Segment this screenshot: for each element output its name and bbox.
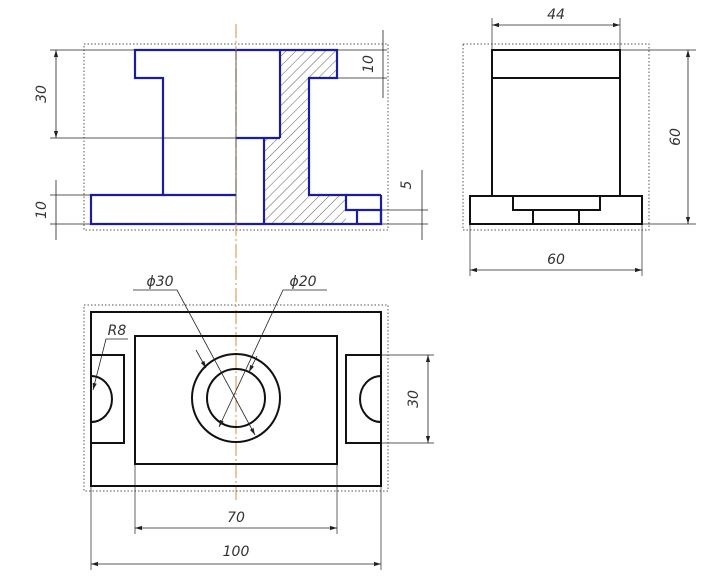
dim-slot-width: 30 bbox=[406, 390, 422, 408]
front-outline-left bbox=[89, 48, 236, 226]
top-outer bbox=[90, 311, 382, 487]
leader-phi20-opp bbox=[248, 355, 258, 373]
side-body bbox=[491, 49, 621, 197]
leader-r8 bbox=[92, 338, 128, 391]
dim-overall-width: 100 bbox=[223, 544, 250, 560]
dim-width-top: 44 bbox=[547, 7, 565, 23]
dim-step: 5 bbox=[399, 180, 415, 189]
section-hatch bbox=[264, 50, 346, 224]
leader-phi20 bbox=[218, 289, 327, 428]
dim-flange-top: 10 bbox=[361, 55, 377, 73]
side-view-frame bbox=[462, 43, 650, 231]
dim-bore-inner: ϕ20 bbox=[289, 274, 316, 290]
bore-outer-circle bbox=[191, 353, 281, 443]
leader-phi30 bbox=[133, 289, 256, 436]
dim-width-base: 60 bbox=[547, 252, 565, 268]
right-slot bbox=[345, 354, 382, 444]
leader-phi30-opp bbox=[195, 349, 207, 369]
dim-boss-width: 70 bbox=[227, 510, 245, 526]
side-base bbox=[469, 195, 643, 225]
dim-side-height: 60 bbox=[668, 128, 684, 146]
front-view: 30 10 10 5 bbox=[34, 24, 428, 500]
top-view-frame bbox=[83, 304, 389, 492]
bore-inner-circle bbox=[206, 368, 266, 428]
dim-slot-radius: R8 bbox=[108, 323, 127, 339]
dim-bore-outer: ϕ30 bbox=[146, 274, 173, 290]
side-base-step bbox=[512, 196, 601, 211]
side-base-slot bbox=[532, 209, 580, 224]
top-view: ϕ30 ϕ20 R8 30 70 100 bbox=[83, 274, 434, 570]
dim-height-upper: 30 bbox=[34, 85, 50, 103]
side-view: 44 60 60 bbox=[462, 7, 696, 276]
top-boss bbox=[134, 335, 338, 465]
dim-height-base: 10 bbox=[34, 201, 50, 219]
left-slot bbox=[90, 354, 125, 444]
